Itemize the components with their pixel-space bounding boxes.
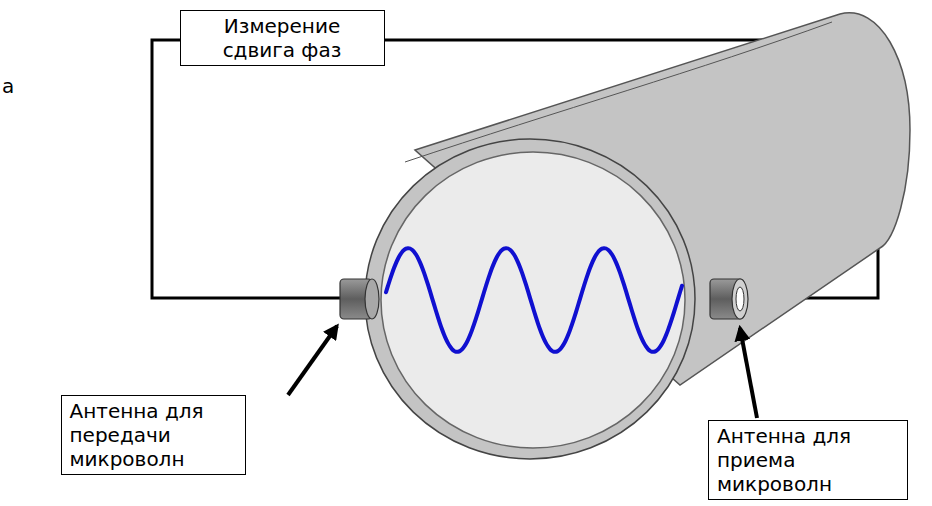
box-text: Антенна для передачи микроволн <box>70 399 237 471</box>
callout-arrow <box>740 328 757 418</box>
box-text: Антенна для приема микроволн <box>717 424 899 496</box>
pipe-edge-line <box>405 22 832 162</box>
receive-antenna-bore <box>736 287 744 311</box>
pipe-bore <box>381 152 685 448</box>
callout-box: Антенна для приема микроволн <box>708 420 908 500</box>
microwave-group <box>386 248 682 352</box>
callout-box: Антенна для передачи микроволн <box>61 395 246 475</box>
receive-antenna-end <box>732 279 748 319</box>
box-text: Измерение сдвига фаз <box>189 14 376 62</box>
microwave-signal <box>386 248 682 352</box>
pipe-rim <box>365 139 695 459</box>
transmit-antenna-end <box>365 279 379 319</box>
measurement-box: Измерение сдвига фаз <box>180 10 385 66</box>
edge-fragment-text: а <box>2 74 14 98</box>
callout-arrow <box>288 326 337 395</box>
